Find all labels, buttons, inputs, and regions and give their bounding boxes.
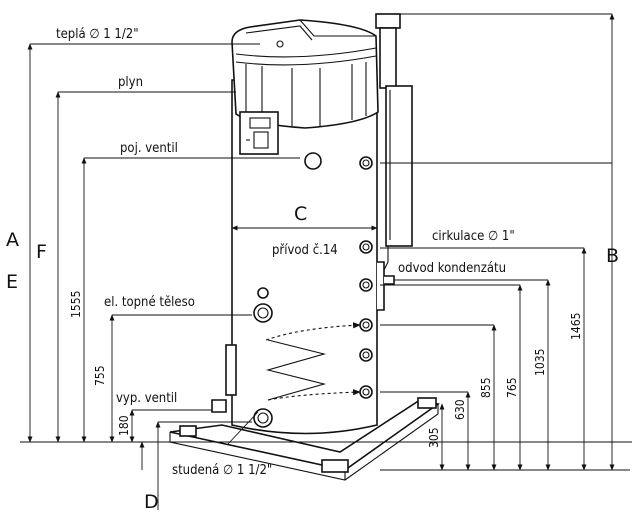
connections	[211, 152, 395, 428]
dim-855: 855	[479, 377, 493, 398]
label-safety-valve: poj. ventil	[120, 141, 178, 156]
letter-a: A	[6, 229, 19, 251]
label-drain-valve: vyp. ventil	[116, 391, 177, 406]
label-cold: studená ∅ 1 1/2"	[172, 463, 272, 478]
label-hot: teplá ∅ 1 1/2"	[56, 27, 139, 42]
dim-765: 765	[505, 377, 519, 398]
letter-f: F	[36, 241, 47, 263]
letter-b: B	[606, 245, 619, 267]
dim-180: 180	[117, 415, 131, 436]
letter-c: C	[294, 203, 307, 225]
label-supply: přívod č.14	[272, 243, 338, 258]
dims-left	[20, 43, 632, 510]
label-gas: plyn	[118, 75, 143, 90]
letter-e: E	[6, 271, 18, 293]
dim-1555: 1555	[69, 291, 83, 318]
label-circulation: cirkulace ∅ 1"	[432, 229, 515, 244]
heating-coil	[265, 322, 361, 401]
dim-1465: 1465	[569, 313, 583, 340]
flue-pipe	[375, 13, 413, 271]
label-condensate: odvod kondenzátu	[398, 261, 506, 276]
dim-305: 305	[427, 427, 441, 448]
label-heater: el. topné těleso	[104, 295, 195, 310]
top-cap	[231, 19, 379, 129]
dim-630: 630	[453, 399, 467, 420]
letter-d: D	[144, 491, 159, 513]
control-panel	[239, 111, 279, 155]
leaders	[30, 13, 612, 445]
dim-1035: 1035	[533, 349, 547, 376]
dim-755: 755	[93, 365, 107, 386]
dims-right	[380, 13, 630, 471]
stand	[169, 397, 440, 481]
